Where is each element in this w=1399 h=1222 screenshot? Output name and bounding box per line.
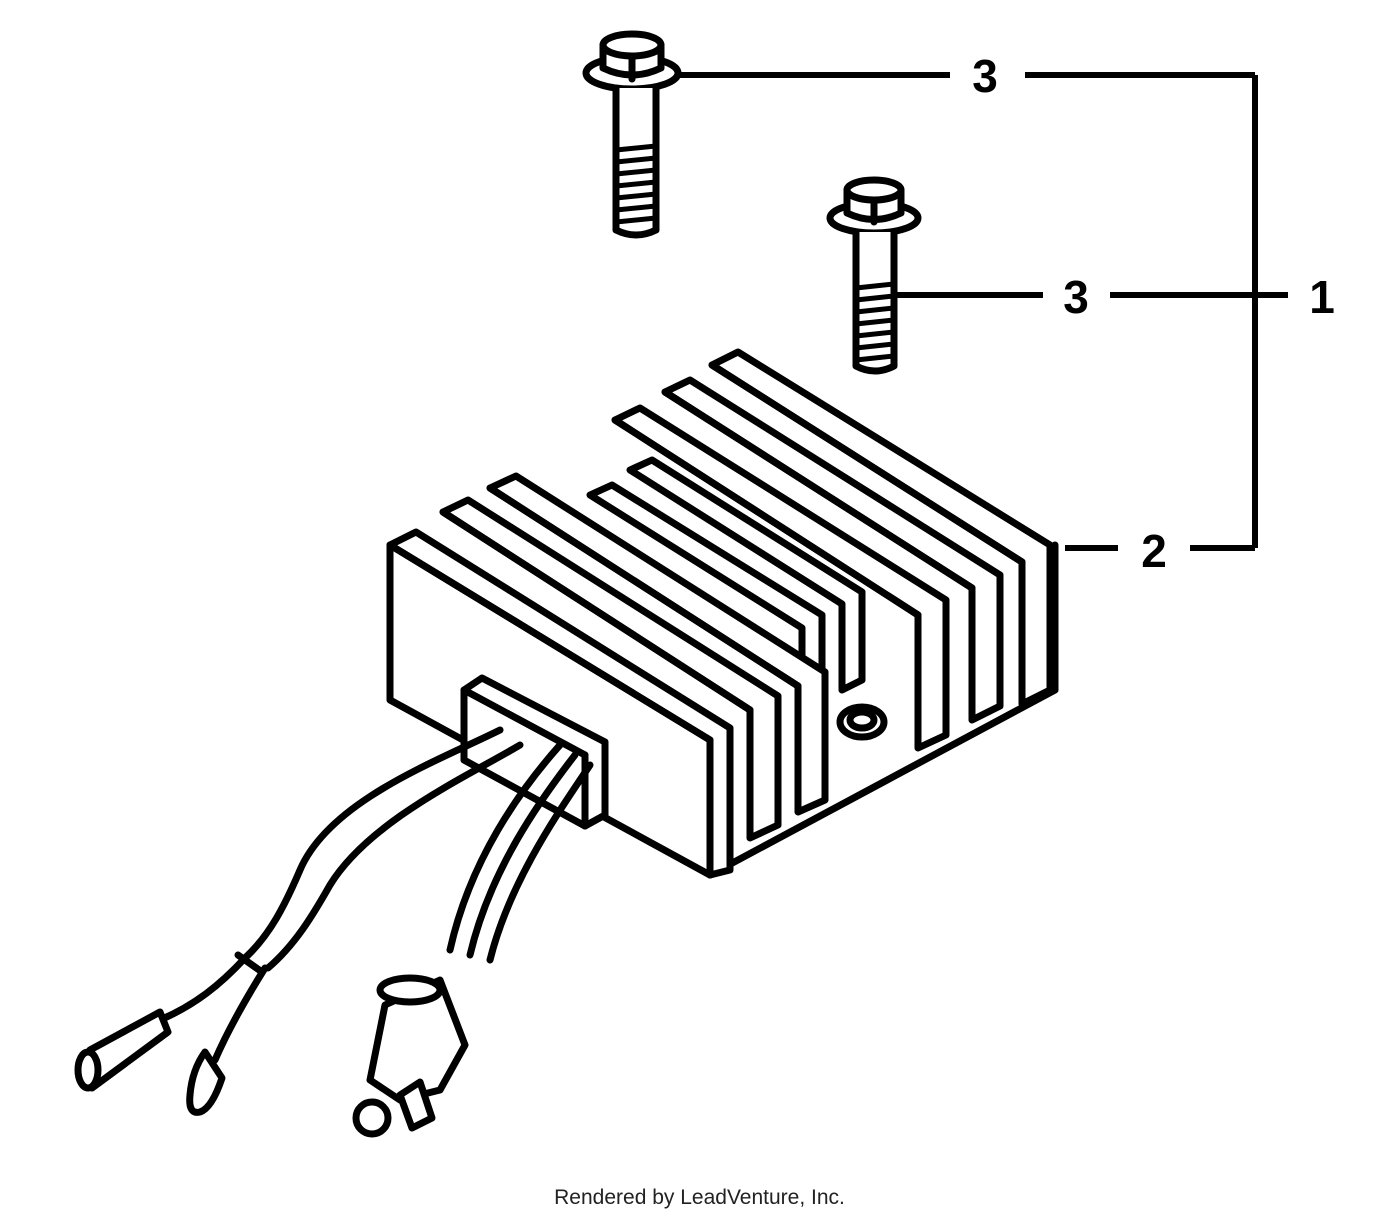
bolt-upper-icon[interactable]	[582, 30, 682, 239]
diagram-canvas: 3 3 1 2	[74, 30, 1335, 1138]
regulator-icon[interactable]	[386, 348, 1059, 879]
callout-bolt-upper[interactable]: 3	[972, 50, 998, 102]
footer-credit: Rendered by LeadVenture, Inc.	[554, 1186, 845, 1209]
leader-lines	[680, 72, 1288, 551]
bolt-lower-icon[interactable]	[826, 176, 922, 375]
wire-harness-icon	[74, 726, 594, 1138]
callout-assembly[interactable]: 1	[1309, 271, 1335, 323]
callout-bolt-lower[interactable]: 3	[1063, 271, 1089, 323]
callout-regulator[interactable]: 2	[1141, 525, 1167, 577]
